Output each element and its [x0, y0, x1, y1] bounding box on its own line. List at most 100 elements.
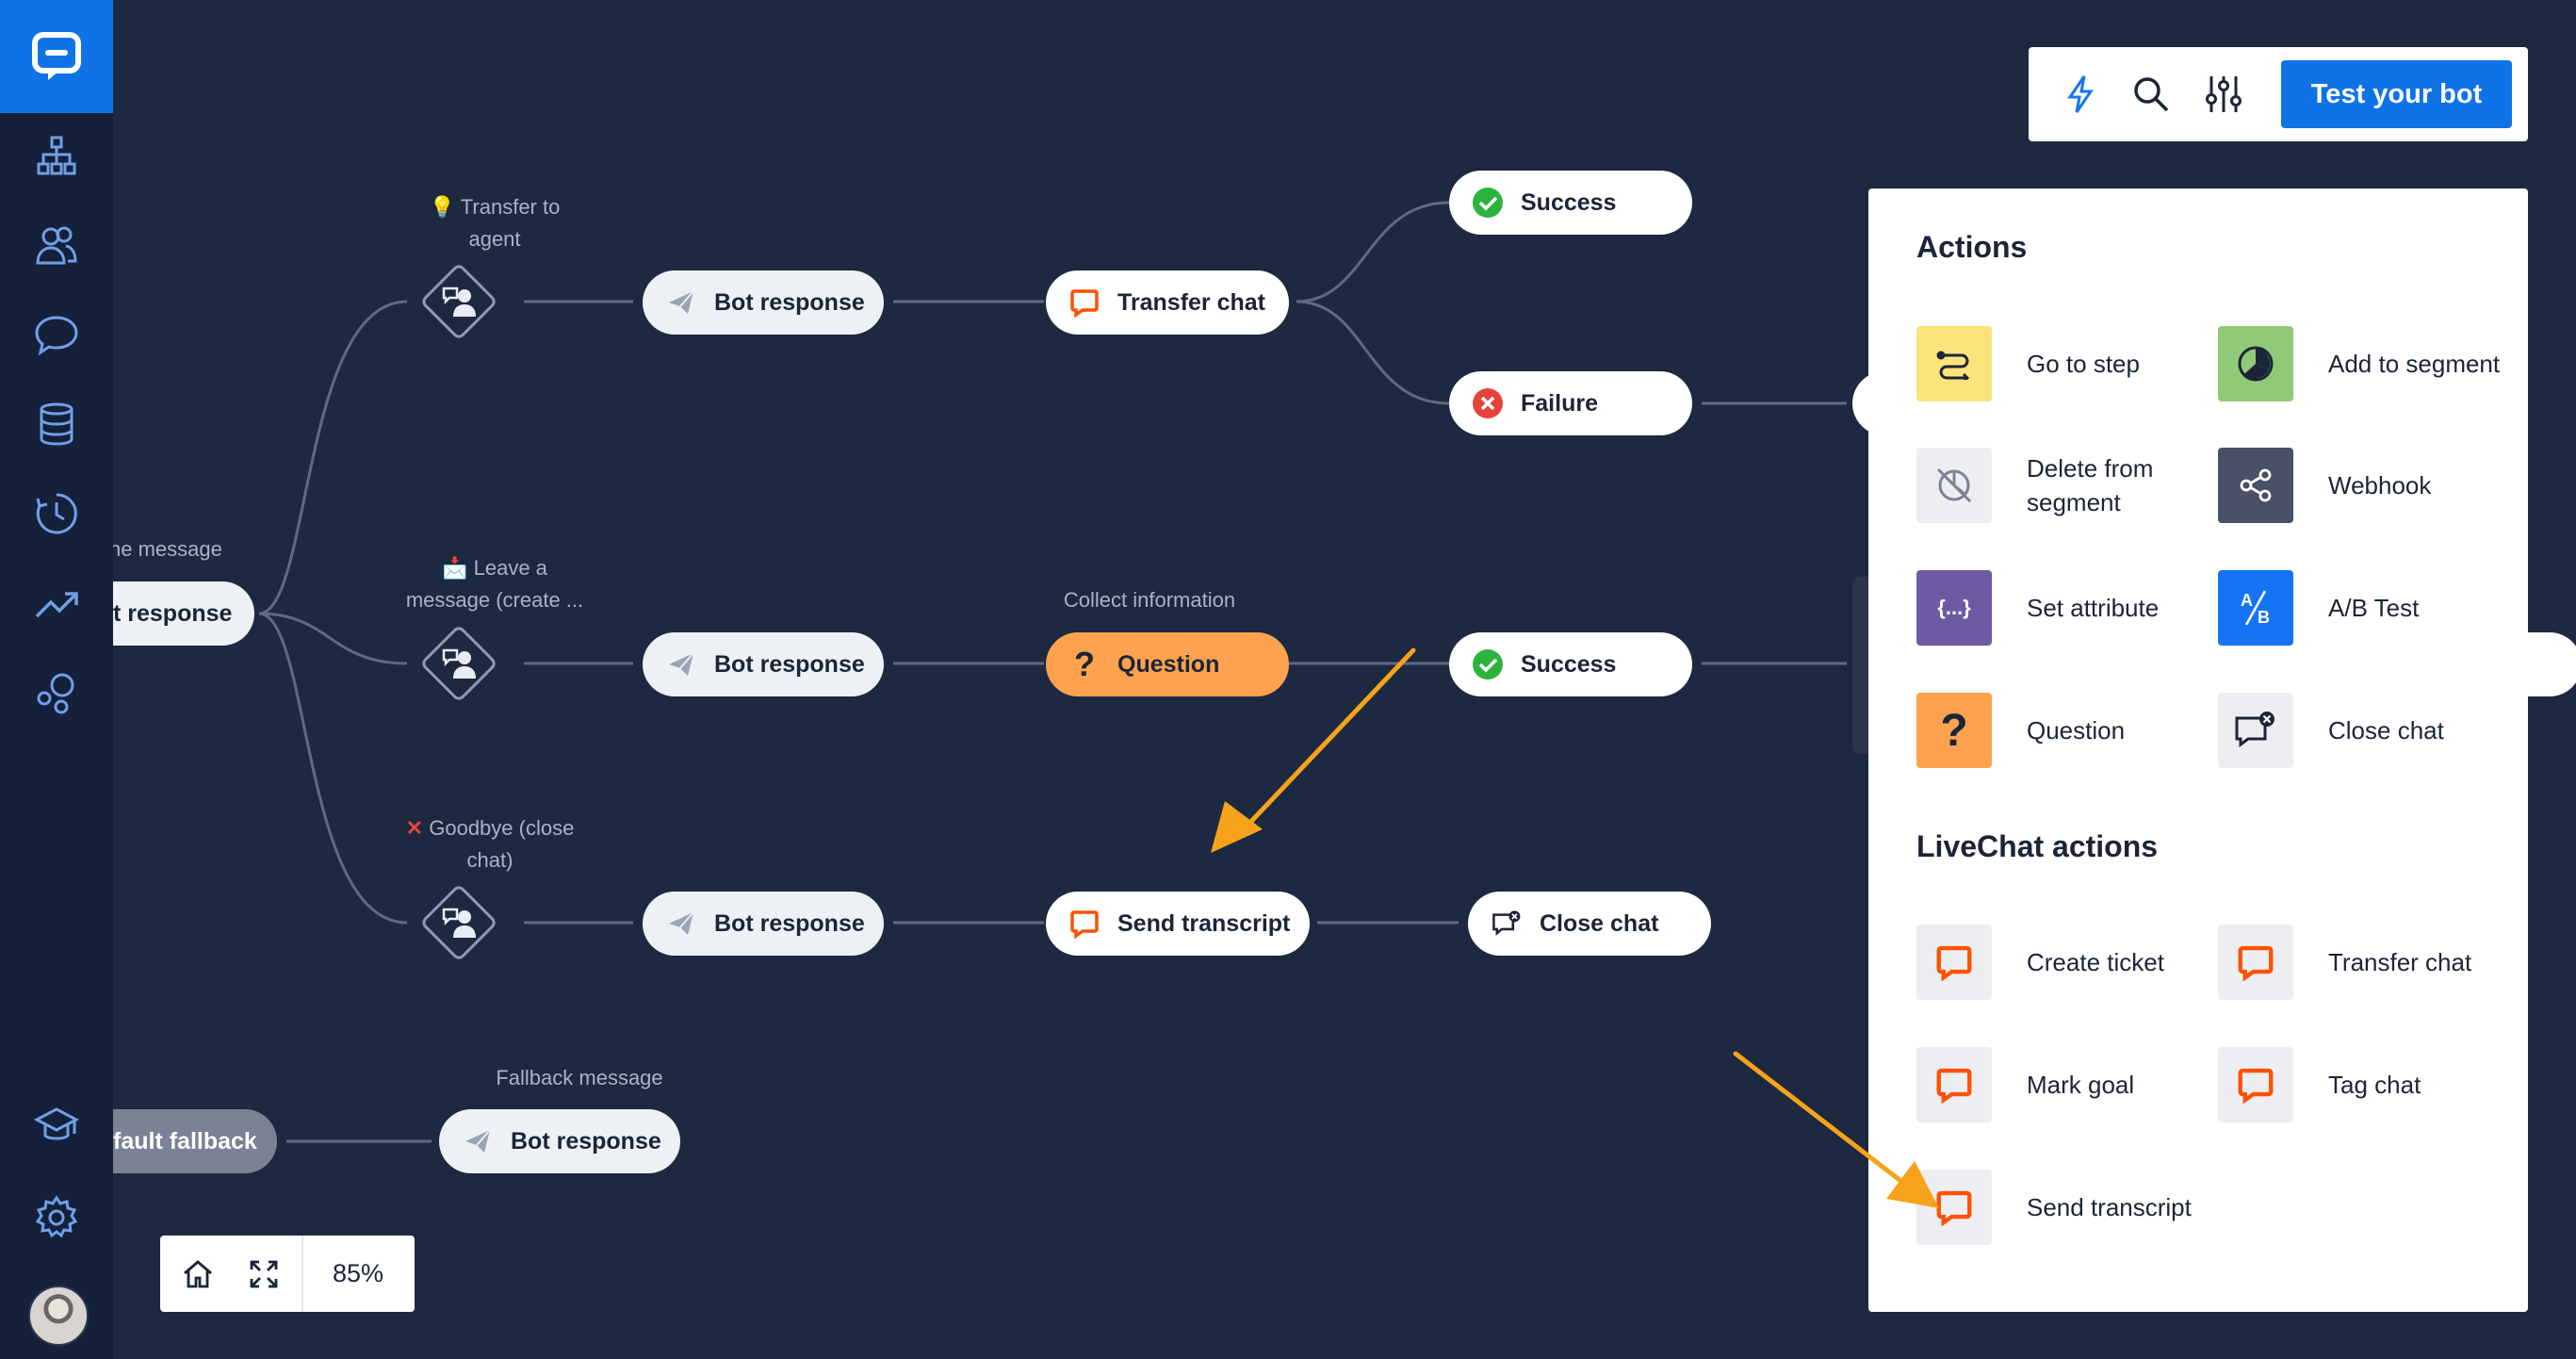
send-transcript-node[interactable]: Send transcript — [1046, 892, 1310, 956]
node-label: fault fallback — [113, 1127, 257, 1154]
leave-message-intent-node[interactable] — [419, 624, 498, 703]
delete-segment-icon — [1916, 448, 1992, 523]
close-chat-icon — [2218, 693, 2293, 768]
sidebar-item-academy[interactable] — [0, 1089, 113, 1164]
node-label: Bot response — [714, 909, 865, 937]
action-close-chat[interactable]: Close chat — [2218, 688, 2510, 773]
sidebar-item-integrations[interactable] — [0, 655, 113, 730]
close-chat-icon — [1491, 908, 1523, 940]
sidebar-item-settings[interactable] — [0, 1180, 113, 1255]
action-webhook[interactable]: Webhook — [2218, 443, 2510, 528]
fallback-message-label: Fallback message — [496, 1066, 663, 1089]
failure-node[interactable]: Failure — [1449, 371, 1692, 435]
users-icon — [36, 226, 77, 265]
action-label: Go to step — [2027, 350, 2140, 378]
zoom-controls: 85% — [160, 1236, 415, 1312]
node-label: Bot response — [714, 650, 865, 678]
svg-text:A: A — [2241, 591, 2253, 610]
action-tag-chat[interactable]: Tag chat — [2218, 1042, 2510, 1127]
action-transfer-chat[interactable]: Transfer chat — [2218, 920, 2510, 1005]
search-button[interactable] — [2128, 71, 2175, 118]
action-send-transcript[interactable]: Send transcript — [1916, 1165, 2209, 1250]
action-label: Close chat — [2328, 716, 2444, 745]
livechat-actions-heading: LiveChat actions — [1916, 829, 2159, 863]
check-circle-icon — [1472, 187, 1504, 219]
close-chat-node[interactable]: Close chat — [1468, 892, 1711, 956]
livechat-icon — [2218, 925, 2293, 1000]
leave-message-label: 📩 Leave a message (create ... — [405, 556, 584, 612]
action-label: Send transcript — [2027, 1193, 2192, 1221]
welcome-bot-response-node[interactable]: t response — [113, 581, 254, 646]
sidebar-item-chat[interactable] — [0, 297, 113, 372]
red-x-icon: ✕ — [405, 816, 424, 840]
success-node-1[interactable]: Success — [1449, 171, 1692, 235]
success-node-2[interactable]: Success — [1449, 632, 1692, 696]
transfer-to-agent-intent-node[interactable] — [419, 262, 498, 341]
sidebar-item-reports[interactable] — [0, 565, 113, 641]
node-label: Bot response — [511, 1127, 661, 1154]
sitemap-icon — [37, 136, 76, 175]
paper-plane-icon — [665, 908, 697, 940]
action-label: Transfer chat — [2328, 948, 2472, 976]
node-label: Bot response — [714, 288, 865, 316]
lightning-button[interactable] — [2057, 71, 2104, 118]
bot-response-node-4[interactable]: Bot response — [439, 1109, 680, 1173]
action-label: Create ticket — [2027, 948, 2164, 976]
lightbulb-emoji-icon: 💡 — [429, 195, 456, 219]
default-fallback-node[interactable]: fault fallback — [113, 1109, 277, 1173]
action-label: Set attribute — [2027, 594, 2160, 622]
test-your-bot-button[interactable]: Test your bot — [2281, 60, 2512, 128]
action-add-to-segment[interactable]: Add to segment — [2218, 321, 2510, 406]
bot-response-node-1[interactable]: Bot response — [643, 270, 884, 335]
transfer-chat-node[interactable]: Transfer chat — [1046, 270, 1289, 335]
trending-up-icon — [35, 592, 78, 618]
question-node[interactable]: ? Question — [1046, 632, 1289, 696]
action-go-to-step[interactable]: Go to step — [1916, 321, 2209, 406]
sidebar-item-stories[interactable] — [0, 118, 113, 193]
livechat-icon — [2218, 1047, 2293, 1122]
action-create-ticket[interactable]: Create ticket — [1916, 920, 2209, 1005]
user-avatar[interactable] — [28, 1285, 89, 1346]
bubbles-icon — [37, 673, 74, 714]
node-label: Send transcript — [1117, 909, 1291, 937]
database-icon — [40, 402, 73, 446]
action-delete-from-segment[interactable]: Delete from segment — [1916, 443, 2209, 528]
check-circle-icon — [1472, 648, 1504, 680]
sidebar-item-data[interactable] — [0, 386, 113, 462]
home-icon — [184, 1259, 212, 1287]
x-circle-icon — [1472, 387, 1504, 419]
node-label: Success — [1521, 650, 1617, 678]
bot-response-node-3[interactable]: Bot response — [643, 892, 884, 956]
node-label: Success — [1521, 188, 1617, 216]
sidebar-item-history[interactable] — [0, 476, 113, 551]
home-button[interactable] — [160, 1236, 236, 1312]
goodbye-intent-node[interactable] — [419, 883, 498, 962]
zoom-level[interactable]: 85% — [332, 1259, 384, 1287]
inbox-emoji-icon: 📩 — [442, 556, 468, 580]
gear-icon — [35, 1195, 78, 1238]
sidebar-item-audience[interactable] — [0, 207, 113, 283]
fit-screen-button[interactable] — [236, 1236, 292, 1312]
action-question[interactable]: ? Question — [1916, 688, 2209, 773]
cloud-chat-icon — [35, 316, 78, 355]
action-label: Question — [2027, 716, 2126, 745]
action-label: Mark goal — [2027, 1071, 2135, 1099]
chatbot-logo[interactable] — [0, 0, 113, 113]
paper-plane-icon — [665, 648, 697, 680]
actions-heading: Actions — [1916, 230, 2028, 264]
bot-response-node-2[interactable]: Bot response — [643, 632, 884, 696]
paper-plane-icon — [462, 1125, 494, 1157]
question-icon: ? — [1916, 693, 1992, 768]
svg-text:B: B — [2258, 608, 2270, 627]
livechat-icon — [1916, 925, 1992, 1000]
livechat-icon — [1068, 287, 1101, 319]
node-label: Close chat — [1540, 909, 1659, 937]
action-set-attribute[interactable]: {...} Set attribute — [1916, 565, 2209, 650]
node-label: Question — [1117, 650, 1220, 678]
clock-history-icon — [36, 493, 77, 534]
flow-canvas[interactable]: ne message t response 💡 Transfer to agen… — [113, 0, 2576, 1359]
action-mark-goal[interactable]: Mark goal — [1916, 1042, 2209, 1127]
filters-button[interactable] — [2200, 71, 2247, 118]
